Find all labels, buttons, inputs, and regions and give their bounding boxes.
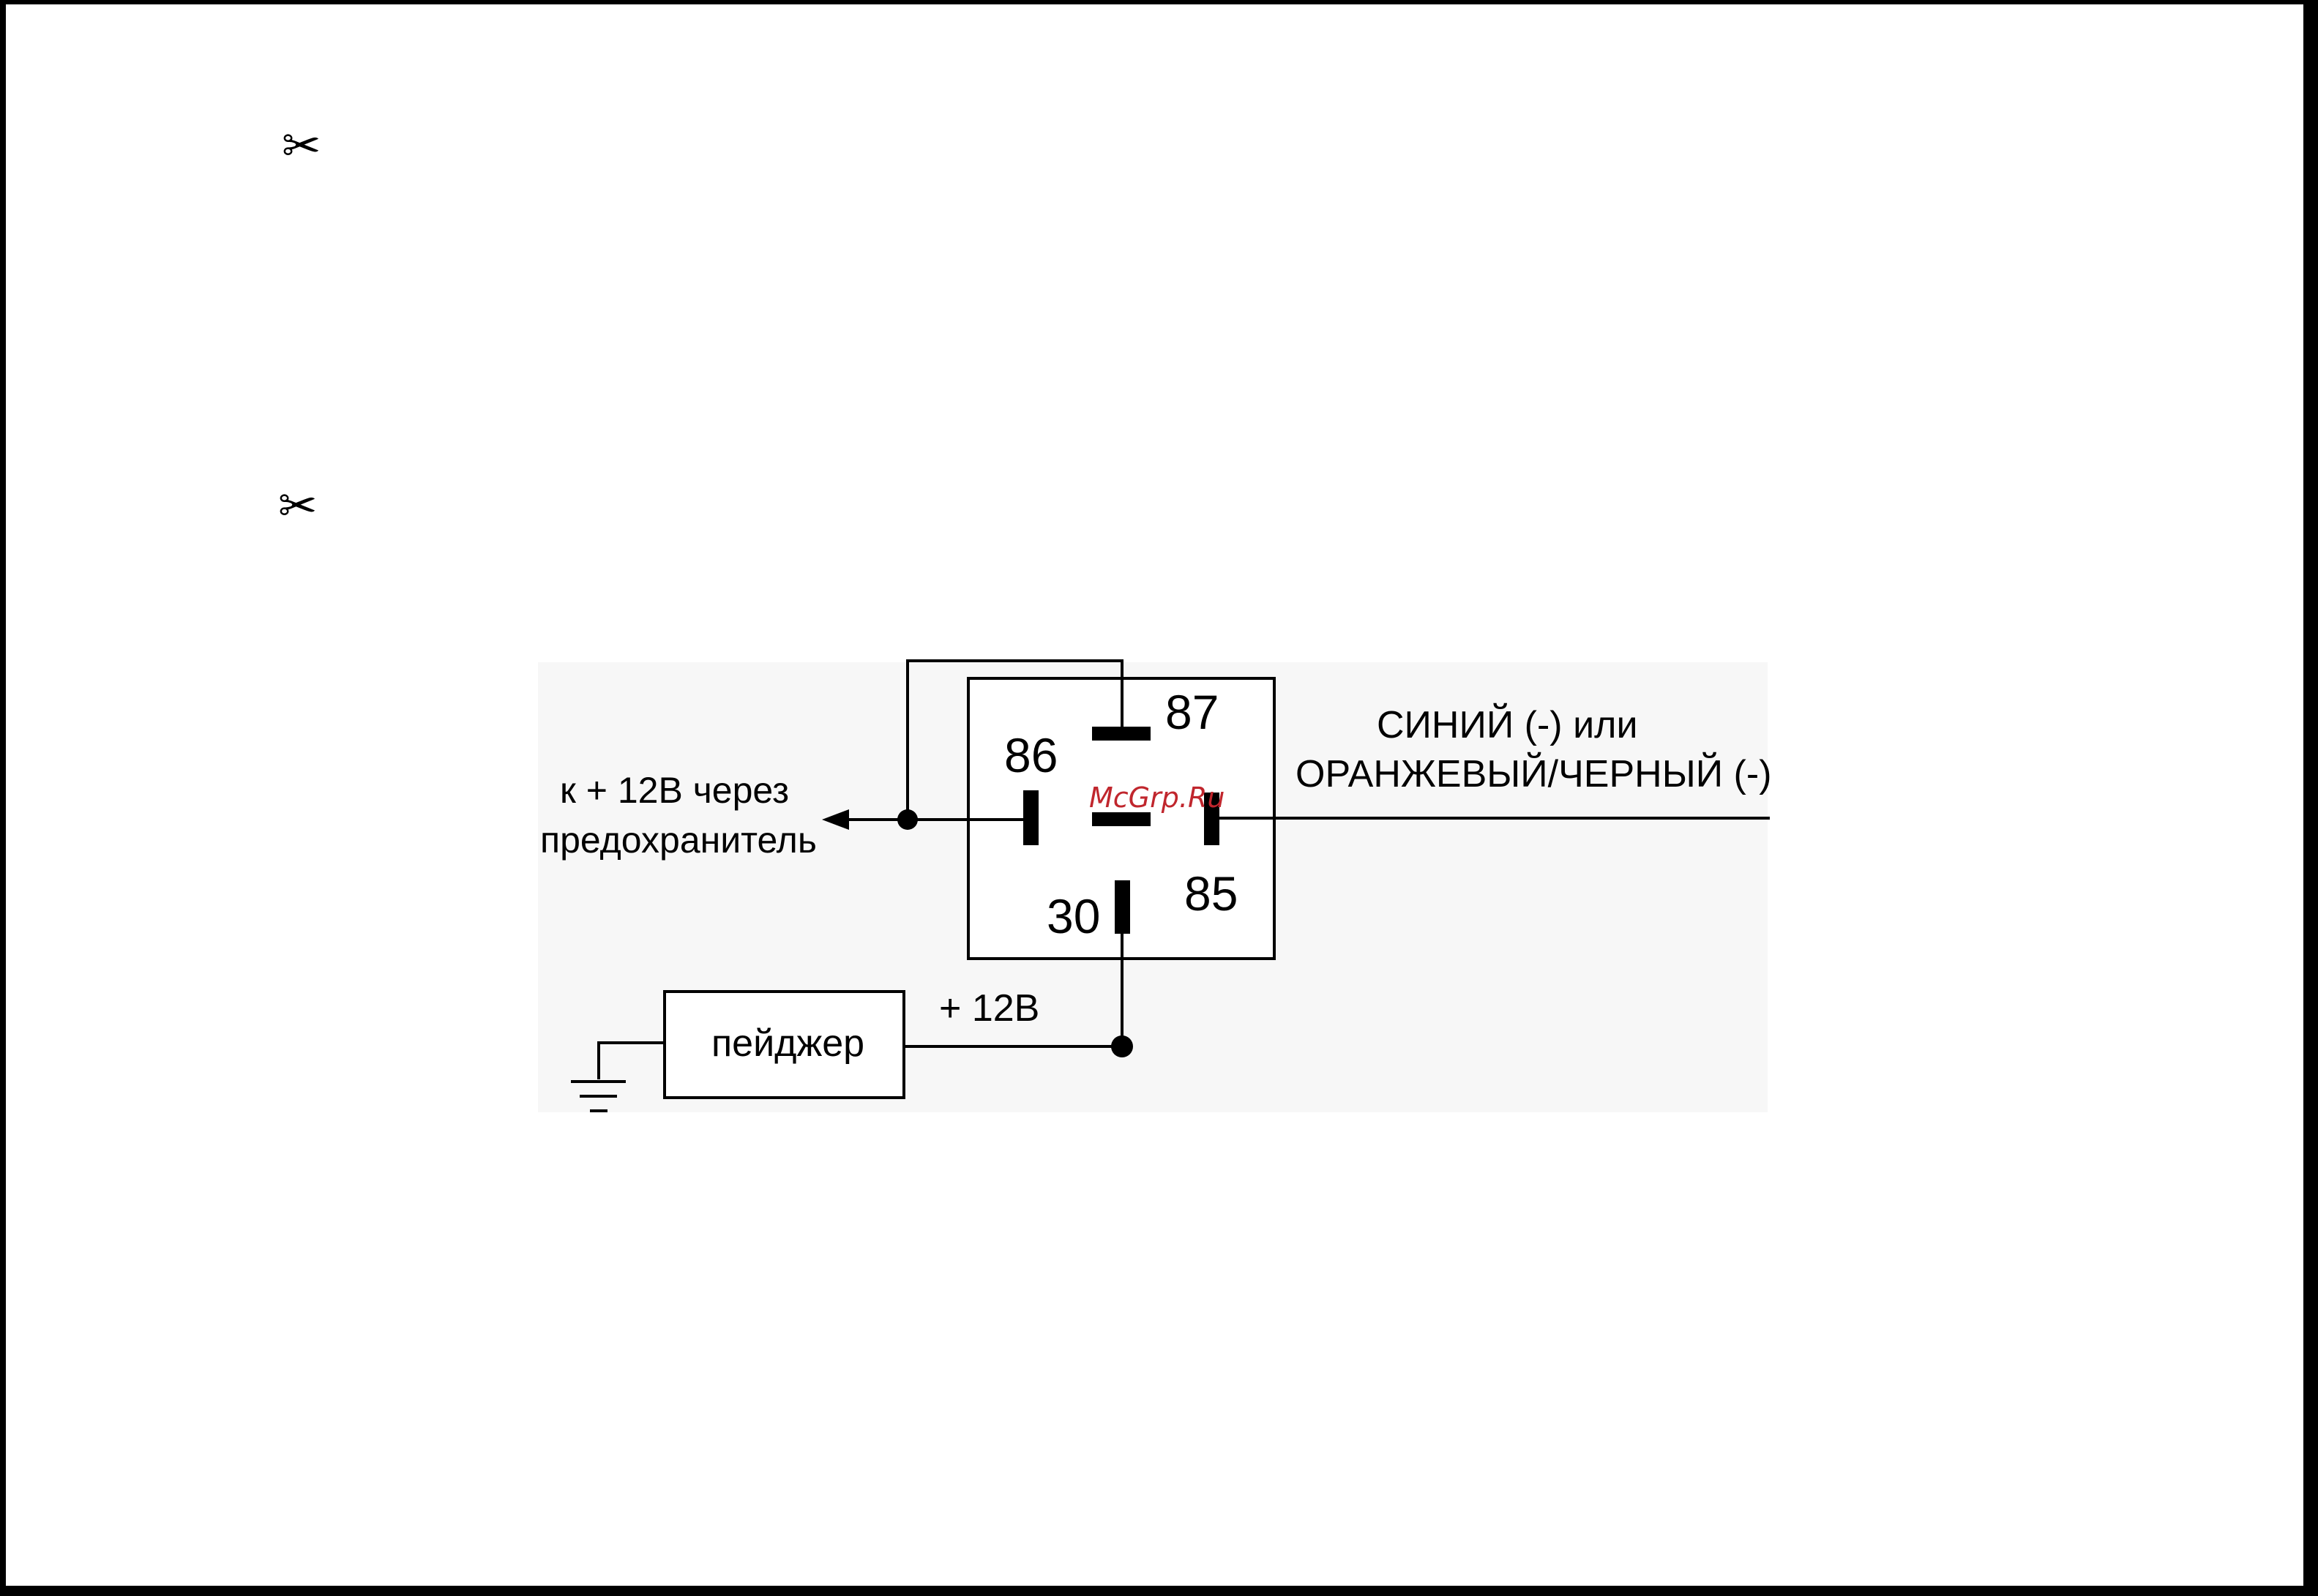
right-label-line1: СИНИЙ (-) или: [1377, 703, 1638, 746]
contact-86: [1023, 790, 1039, 845]
left-label-line1: к + 12В через: [560, 770, 789, 811]
left-label-line2: предохранитель: [540, 820, 817, 861]
pin-label-85: 85: [1184, 866, 1238, 921]
contact-87: [1092, 727, 1151, 741]
junction-dot-bottom: [1111, 1035, 1133, 1057]
pin-label-87: 87: [1165, 685, 1219, 739]
right-label-line2: ОРАНЖЕВЫЙ/ЧЕРНЫЙ (-): [1296, 752, 1772, 795]
pin-label-30: 30: [1047, 889, 1100, 943]
junction-dot-left: [897, 809, 918, 830]
pager-label: пейджер: [711, 1022, 864, 1065]
supply-label: + 12В: [939, 987, 1039, 1030]
watermark: McGrp.Ru: [1089, 782, 1225, 814]
pin-label-86: 86: [1004, 728, 1058, 782]
contact-switch: [1092, 812, 1151, 826]
contact-30: [1115, 880, 1130, 934]
